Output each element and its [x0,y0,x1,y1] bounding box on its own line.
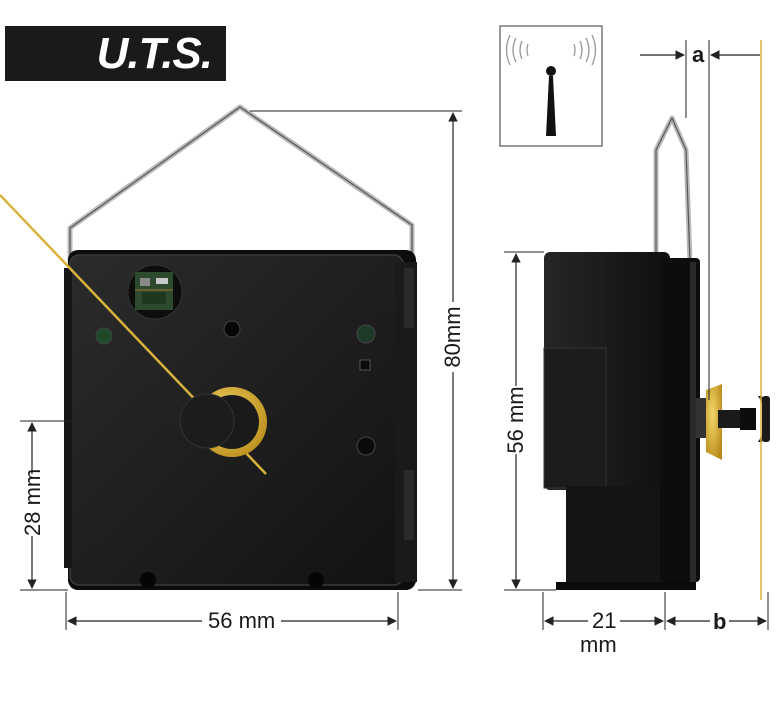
label-shaft-height: 28 mm [20,468,45,536]
label-side-height: 56 mm [503,386,528,454]
label-b: b [710,610,730,634]
radio-antenna-icon [499,25,603,147]
shaft-side [696,384,770,460]
label-a: a [690,42,707,67]
movement-side-body [543,252,700,590]
brand-logo: U.T.S. [5,26,226,81]
label-front-width: 56 mm [202,609,282,633]
hanger-wire-side [653,115,693,292]
label-side-depth-number: 21 [588,609,621,633]
hanger-wire [67,104,415,290]
label-front-height: 80mm [440,302,465,372]
label-side-depth-unit: mm [580,632,617,657]
shaft-hub [179,387,267,457]
brand-logo-text: U.T.S. [96,29,213,78]
dimension-a [640,40,760,400]
